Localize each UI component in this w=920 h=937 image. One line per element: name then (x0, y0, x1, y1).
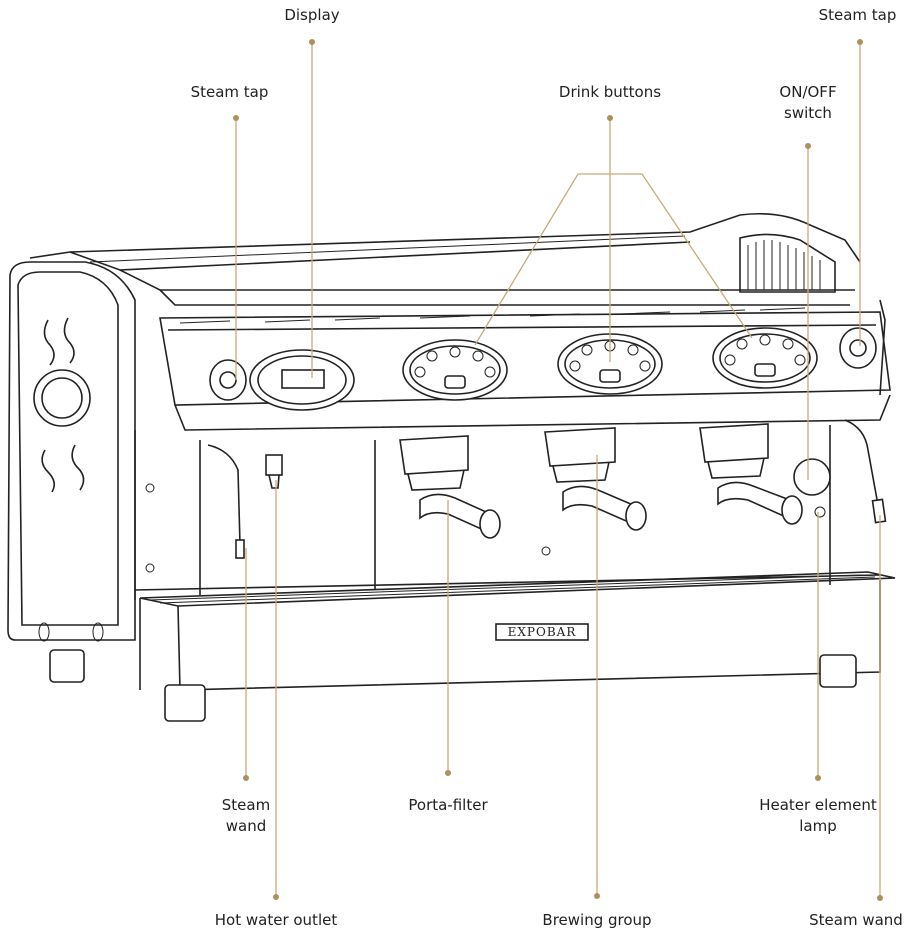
label-brewing-group: Brewing group (542, 911, 652, 929)
brand-plate (495, 623, 589, 641)
label-steam-tap-right: Steam tap (818, 6, 897, 24)
label-on-off-switch: ON/OFF switch (779, 83, 837, 122)
label-drink-buttons: Drink buttons (558, 83, 662, 101)
hot-water-outlet-drawing (265, 454, 283, 489)
right-vent (739, 233, 886, 396)
cup-warmer-rail (29, 212, 861, 306)
label-steam-wand-right: Steam wand (809, 911, 903, 929)
brand-plate-text: EXPOBAR (507, 625, 577, 639)
label-steam-wand-left: Steam wand (221, 796, 271, 835)
leader-lines (233, 39, 883, 901)
label-porta-filter: Porta-filter (408, 796, 488, 814)
label-steam-tap-left: Steam tap (190, 83, 269, 101)
drink-button-pad-1 (402, 339, 508, 401)
control-panel (159, 307, 891, 431)
left-steam-wand-drawing (207, 444, 245, 559)
brewing-group-2 (544, 427, 647, 531)
label-heater-element-lamp: Heater element lamp (759, 796, 877, 835)
brewing-group-3 (699, 423, 803, 525)
drink-button-pad-2 (557, 333, 663, 395)
label-display: Display (284, 6, 340, 24)
machine-feet (49, 649, 857, 722)
label-hot-water-outlet: Hot water outlet (214, 911, 338, 929)
left-side-panel (7, 261, 136, 642)
drink-button-pad-3 (712, 327, 818, 389)
brewing-group-1 (399, 435, 501, 539)
right-steam-wand-drawing (844, 419, 887, 524)
